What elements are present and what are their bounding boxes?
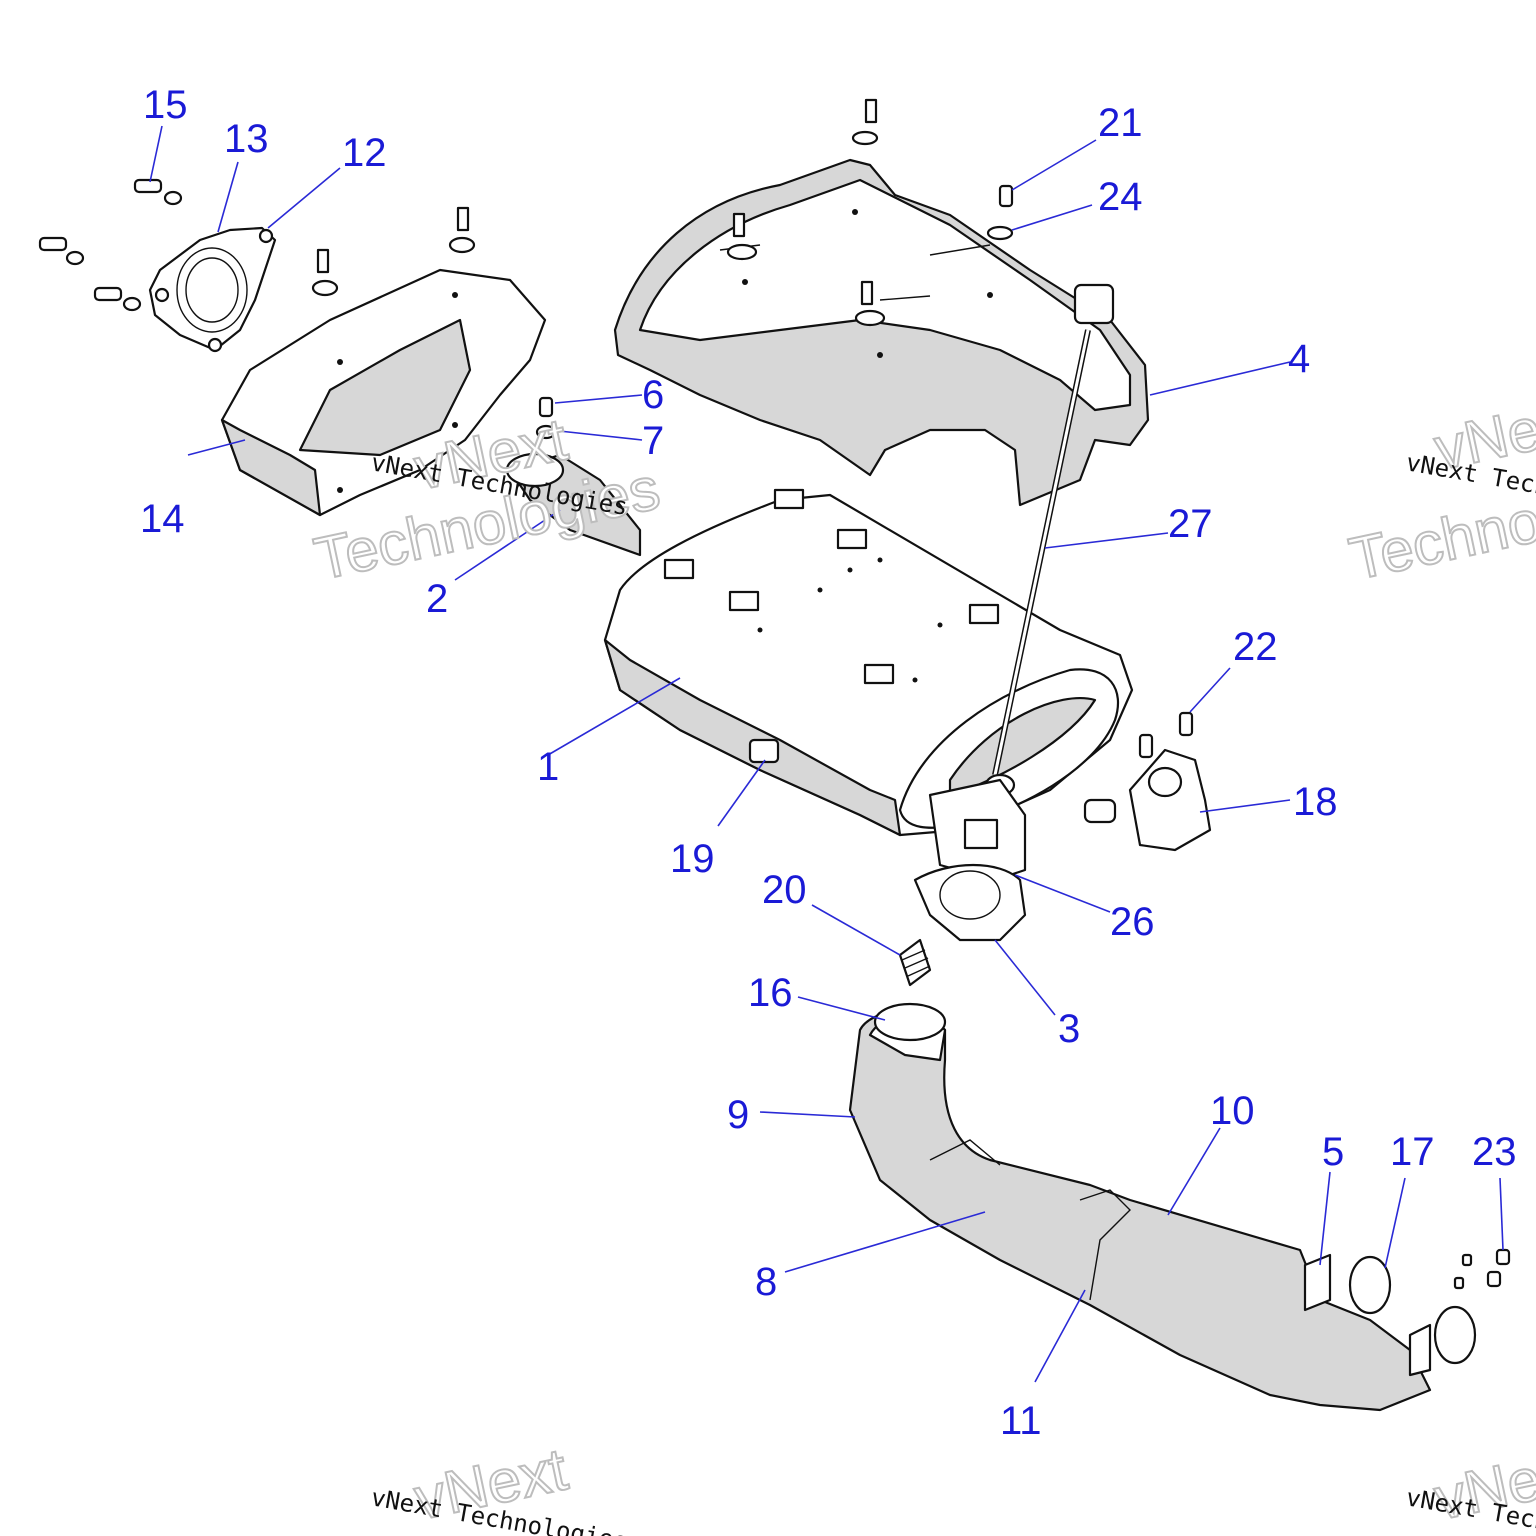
bolt-and-washer-6-7 bbox=[535, 396, 557, 440]
callout-27: 27 bbox=[1168, 502, 1213, 546]
callout-22: 22 bbox=[1233, 625, 1278, 669]
mounting-bracket bbox=[1083, 711, 1212, 852]
callout-8: 8 bbox=[755, 1260, 777, 1304]
exhaust-flange bbox=[148, 226, 277, 353]
bolts-top-left bbox=[38, 178, 183, 312]
outlet-clamp bbox=[913, 778, 1027, 942]
callout-19: 19 bbox=[670, 837, 715, 881]
callout-21: 21 bbox=[1098, 101, 1143, 145]
callout-24: 24 bbox=[1098, 175, 1143, 219]
heat-shield-rear bbox=[220, 206, 547, 517]
callout-14: 14 bbox=[140, 497, 185, 541]
callout-17: 17 bbox=[1390, 1130, 1435, 1174]
callout-13: 13 bbox=[224, 117, 269, 161]
callout-15: 15 bbox=[143, 83, 188, 127]
callout-10: 10 bbox=[1210, 1089, 1255, 1133]
callout-5: 5 bbox=[1322, 1130, 1344, 1174]
nuts-23 bbox=[1453, 1248, 1511, 1290]
callout-4: 4 bbox=[1288, 337, 1310, 381]
callout-3: 3 bbox=[1058, 1007, 1080, 1051]
bolt-and-washer-21-24 bbox=[986, 184, 1014, 241]
muffler bbox=[603, 488, 1134, 837]
callout-11: 11 bbox=[1000, 1399, 1042, 1443]
inlet-pipe bbox=[505, 452, 642, 557]
callout-12: 12 bbox=[342, 131, 387, 175]
callout-16: 16 bbox=[748, 971, 793, 1015]
callout-18: 18 bbox=[1293, 780, 1338, 824]
callout-1: 1 bbox=[537, 745, 559, 789]
leader-lines bbox=[149, 125, 1504, 1383]
callout-labels: 1 2 3 4 5 6 7 8 9 10 11 12 13 14 15 16 1… bbox=[140, 83, 1517, 1443]
callout-9: 9 bbox=[727, 1093, 749, 1137]
callout-26: 26 bbox=[1110, 900, 1155, 944]
callout-2: 2 bbox=[426, 577, 448, 621]
callout-6: 6 bbox=[642, 373, 664, 417]
oxygen-sensor bbox=[984, 283, 1115, 797]
parts-artwork bbox=[38, 98, 1511, 1412]
heat-shield-top bbox=[613, 98, 1150, 507]
head-pipe-assembly bbox=[848, 1002, 1477, 1412]
callout-20: 20 bbox=[762, 868, 807, 912]
callout-7: 7 bbox=[642, 419, 664, 463]
spring bbox=[898, 938, 932, 987]
callout-23: 23 bbox=[1472, 1130, 1517, 1174]
